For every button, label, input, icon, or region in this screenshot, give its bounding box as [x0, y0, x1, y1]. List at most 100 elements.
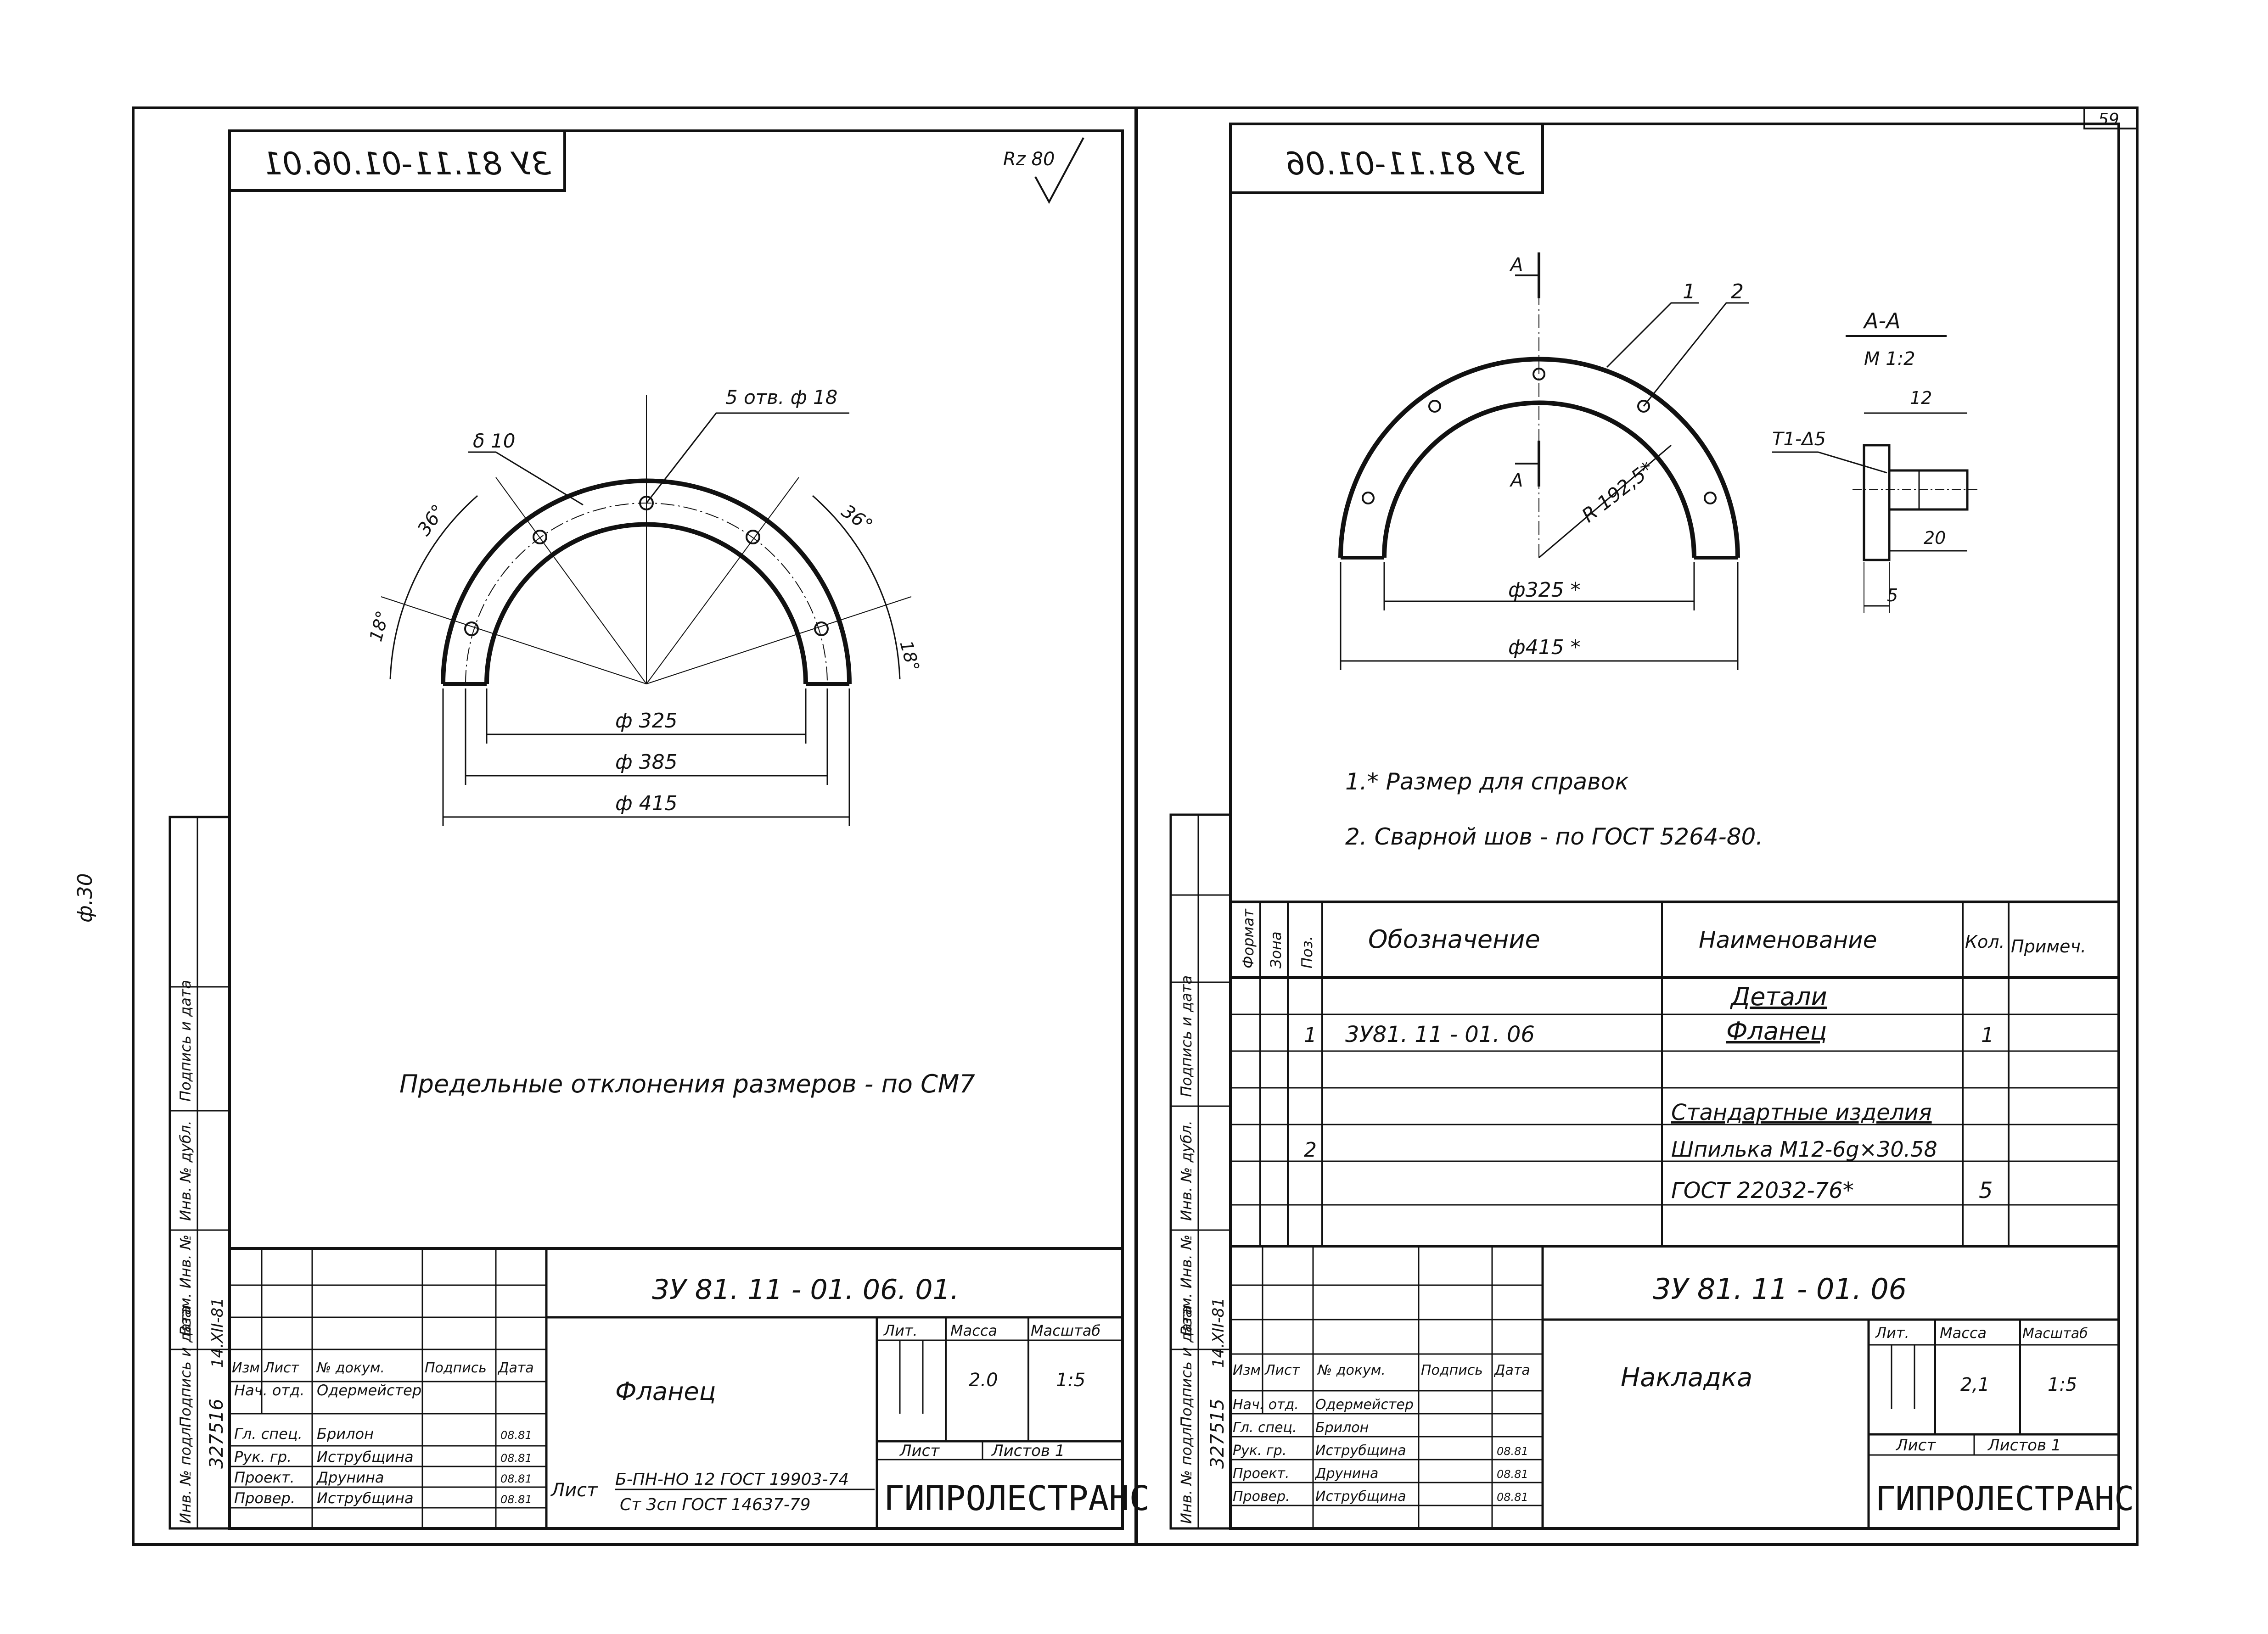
- right-mass: 2,1: [1960, 1374, 1990, 1395]
- sheet-number: 59: [2098, 110, 2119, 129]
- right-inv-number: 327515: [1207, 1399, 1228, 1469]
- right-staff-role: Гл. спец.: [1233, 1420, 1297, 1436]
- thickness-leader: [468, 451, 584, 506]
- spec-qty: 5: [1979, 1178, 1993, 1203]
- left-material-line1: Б-ПН-НО 12 ГОСТ 19903-74: [615, 1470, 849, 1489]
- dim-20: 20: [1924, 528, 1946, 548]
- weld-label: Т1-Δ5: [1772, 429, 1826, 450]
- right-side-label: Инв. № дубл.: [1178, 1120, 1195, 1221]
- spec-name: Шпилька М12-6g×30.58: [1671, 1137, 1937, 1162]
- right-side-label: Подпись и дата: [1178, 975, 1195, 1097]
- left-staff-role: Нач. отд.: [234, 1382, 304, 1399]
- right-staff-date: 08.81: [1497, 1491, 1528, 1504]
- spec-header: Поз.: [1298, 936, 1316, 968]
- pos-2-label: 2: [1731, 280, 1744, 303]
- right-flange-inner-arc: [1382, 400, 1696, 558]
- left-col-header: Изм: [232, 1360, 260, 1376]
- right-col-header: № докум.: [1317, 1362, 1386, 1378]
- right-side-label: Подпись и дата: [1178, 1306, 1195, 1427]
- right-col-header: Изм: [1233, 1362, 1261, 1378]
- holes-label: 5 отв. ф 18: [725, 386, 837, 408]
- left-inv-number: 327516: [206, 1399, 227, 1469]
- spec-header: Обозначение: [1368, 925, 1540, 954]
- left-sheet-label: Лист: [899, 1442, 940, 1460]
- right-staff-date: 08.81: [1497, 1468, 1528, 1481]
- right-dimension-lines: [1340, 562, 1739, 670]
- left-staff-name: Одермейстер: [317, 1382, 421, 1399]
- left-radial-lines: [381, 395, 912, 684]
- left-col-header: Лист: [264, 1360, 300, 1376]
- left-lit-label: Лит.: [883, 1322, 918, 1339]
- dim-5: 5: [1887, 585, 1898, 605]
- thickness-label: δ 10: [473, 430, 516, 452]
- left-side-label: Инв. № дубл.: [177, 1120, 194, 1221]
- right-staff-role: Нач. отд.: [1233, 1397, 1299, 1413]
- radius-line: [1538, 444, 1672, 559]
- left-staff-name: Иструбщина: [317, 1489, 414, 1507]
- spec-header: Кол.: [1965, 932, 2005, 952]
- right-inv-date: 14.XII-81: [1209, 1298, 1228, 1368]
- left-code-box: [228, 129, 566, 192]
- weld-leader: [1772, 451, 1887, 474]
- spec-header: Наименование: [1699, 927, 1877, 953]
- right-dim-325: ф325 *: [1508, 578, 1581, 602]
- right-code-mirror: 3У 81.11-01.06: [1286, 146, 1524, 182]
- right-flange-outer-arc: [1338, 357, 1740, 558]
- left-sheet: 3У 81.11-01.06.01 Rz 80 5 отв. ф 18 δ 10: [168, 129, 1150, 1530]
- right-sheets-label: Листов 1: [1987, 1436, 2061, 1455]
- left-inner-frame: [228, 129, 1124, 1530]
- left-scale: 1:5: [1056, 1370, 1085, 1391]
- tolerance-note: Предельные отклонения размеров - по СМ7: [399, 1069, 975, 1098]
- section-mark-top: А: [1509, 254, 1523, 275]
- right-dim-415: ф415 *: [1508, 636, 1581, 659]
- pos-1-leader: [1606, 302, 1699, 368]
- right-staff-role: Провер.: [1233, 1489, 1290, 1505]
- spec-qty: 1: [1981, 1024, 1994, 1047]
- left-mass-label: Масса: [950, 1322, 997, 1339]
- left-staff-role: Гл. спец.: [234, 1425, 303, 1443]
- right-side-label: Инв. № подл.: [1178, 1422, 1195, 1524]
- left-doc-code: 3У 81. 11 - 01. 06. 01.: [652, 1274, 959, 1306]
- left-side-strip: [168, 816, 231, 1530]
- left-title-block: Изм Лист № докум. Подпись Дата Нач. отд.…: [228, 1247, 1150, 1530]
- dim-12: 12: [1910, 388, 1932, 408]
- right-code-box: [1229, 123, 1544, 194]
- angle-18-right: 18°: [896, 638, 923, 673]
- right-sheet-label: Лист: [1895, 1436, 1936, 1455]
- left-sheets-label: Листов 1: [991, 1442, 1065, 1460]
- left-scale-label: Масштаб: [1031, 1322, 1100, 1339]
- spec-pos: 2: [1304, 1138, 1317, 1162]
- spec-section-name: Стандартные изделия: [1671, 1100, 1932, 1125]
- right-staff-date: 08.81: [1497, 1445, 1528, 1458]
- left-side-label: Подпись и дата: [177, 980, 194, 1102]
- right-staff-name: Иструбщина: [1315, 1489, 1406, 1505]
- bolt-hole: [814, 621, 829, 636]
- left-staff-date: 08.81: [500, 1452, 532, 1465]
- right-col-header: Подпись: [1421, 1362, 1483, 1378]
- left-col-header: Подпись: [425, 1360, 487, 1376]
- left-mass: 2.0: [969, 1370, 998, 1391]
- left-material-line2: Ст 3сп ГОСТ 14637-79: [620, 1495, 811, 1514]
- right-company: ГИПРОЛЕСТРАНС: [1875, 1479, 2134, 1518]
- note-line: 1.* Размер для справок: [1345, 768, 1628, 795]
- right-side-label: Взам. Инв. №: [1178, 1235, 1195, 1336]
- section-title: А-А: [1863, 308, 1901, 333]
- right-staff-name: Иструбщина: [1315, 1443, 1406, 1459]
- section-mark-bottom: А: [1509, 470, 1523, 491]
- left-code-mirror: 3У 81.11-01.06.01: [263, 146, 551, 182]
- angle-arc-right: [812, 495, 901, 680]
- left-staff-date: 08.81: [500, 1493, 532, 1506]
- page-mark: ф.30: [73, 873, 97, 923]
- roughness-label: Rz 80: [1003, 149, 1055, 170]
- spec-name: ГОСТ 22032-76*: [1671, 1178, 1854, 1203]
- spec-code: 3У81. 11 - 01. 06: [1345, 1022, 1535, 1047]
- left-dim-325: ф 325: [615, 709, 678, 733]
- right-scale: 1:5: [2048, 1374, 2077, 1395]
- angle-18-left: 18°: [365, 609, 393, 644]
- right-side-strip: [1169, 813, 1232, 1530]
- sheet-number-box: [2083, 107, 2138, 129]
- right-col-header: Лист: [1264, 1362, 1301, 1378]
- bolt-hole: [464, 621, 479, 636]
- left-col-header: № докум.: [316, 1360, 385, 1376]
